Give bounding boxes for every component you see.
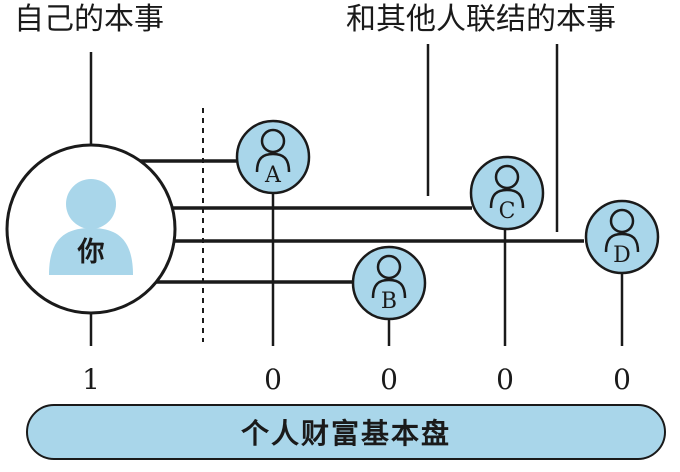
person-icon-c [489,164,525,209]
count-person-b: 0 [380,363,398,396]
person-letter-b: B [381,289,397,314]
person-node-c: C [469,155,545,231]
person-node-d: D [584,199,660,275]
person-letter-c: C [499,199,516,224]
count-person-c: 0 [496,363,514,396]
caption-connection-skills: 和其他人联结的本事 [346,2,616,37]
count-person-a: 0 [264,363,282,396]
count-you: 1 [82,363,100,396]
you-label: 你 [77,237,105,268]
count-person-d: 0 [613,363,631,396]
caption-own-skills: 自己的本事 [14,2,164,37]
person-icon-d [604,208,640,253]
person-letter-d: D [613,243,631,268]
person-icon-b [371,254,407,299]
person-letter-a: A [264,163,282,188]
person-icon-a [255,128,291,173]
personal-wealth-bar: 个人财富基本盘 [26,404,666,460]
person-node-b: B [351,245,427,321]
you-avatar-icon [49,179,133,275]
personal-wealth-label: 个人财富基本盘 [240,417,451,450]
person-node-a: A [235,119,311,195]
you-node: 你 [5,143,177,315]
